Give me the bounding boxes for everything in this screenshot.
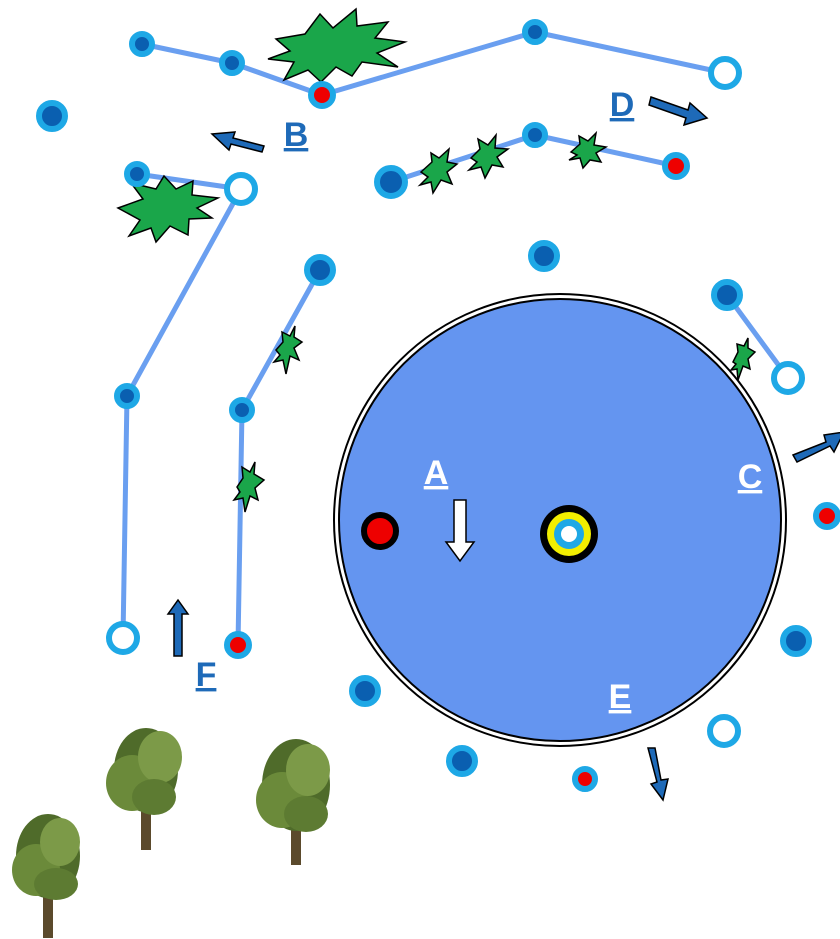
node-blue (36, 100, 68, 132)
node-red (224, 631, 252, 659)
burst-icon (232, 461, 266, 513)
node-open (224, 172, 258, 206)
label-e: E (609, 678, 632, 716)
label-d: D (610, 86, 635, 124)
node-blue (522, 122, 548, 148)
label-a: A (424, 454, 449, 492)
arrow-icon (791, 431, 840, 463)
node-red (662, 152, 690, 180)
burst-icon (417, 147, 459, 196)
node-blue (124, 161, 150, 187)
node-open (708, 56, 742, 90)
arrow-icon (648, 96, 709, 127)
node-blue (446, 745, 478, 777)
tree-icon (256, 739, 330, 865)
bursts (116, 7, 757, 513)
tree-icon (106, 728, 182, 850)
burst-icon (271, 325, 304, 375)
node-open (106, 621, 140, 655)
node-open (771, 361, 805, 395)
burst-icon (116, 174, 221, 244)
blue-nodes (36, 19, 812, 777)
node-blue (229, 397, 255, 423)
node-blue (780, 625, 812, 657)
burst-icon (267, 7, 408, 84)
burst-icon (466, 132, 511, 180)
arrow-icon-white (444, 499, 476, 563)
node-blue (374, 165, 408, 199)
node-blue (129, 31, 155, 57)
open-nodes (106, 56, 805, 748)
center-target-icon (540, 505, 598, 563)
node-blue (114, 383, 140, 409)
label-f: F (196, 656, 217, 694)
burst-icon (568, 130, 609, 170)
arrows (166, 96, 840, 802)
node-blue (304, 254, 336, 286)
node-red (308, 81, 336, 109)
node-blue (528, 240, 560, 272)
node-blue (349, 675, 381, 707)
path-left-long (120, 171, 244, 641)
node-blue (711, 279, 743, 311)
node-red (572, 766, 598, 792)
node-red-ringed (361, 512, 399, 550)
path-left-short (235, 267, 323, 648)
red-nodes (224, 81, 840, 792)
tree-icon (12, 814, 80, 938)
node-blue (219, 50, 245, 76)
node-red (813, 502, 840, 530)
arrow-icon (210, 131, 265, 153)
label-c: C (738, 458, 763, 496)
node-blue (522, 19, 548, 45)
arrow-icon (647, 747, 669, 802)
burst-icon (729, 337, 757, 381)
node-open (707, 714, 741, 748)
label-b: B (284, 116, 309, 154)
path-right (724, 292, 791, 381)
arrow-icon (166, 598, 190, 657)
